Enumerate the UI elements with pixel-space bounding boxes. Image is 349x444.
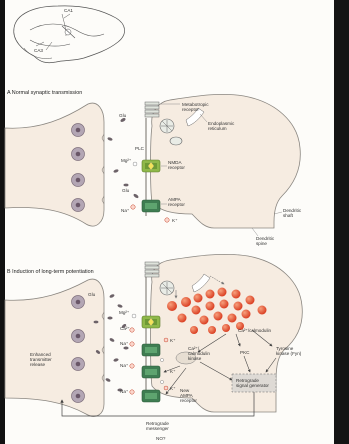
vesicle-core <box>76 152 81 157</box>
label-k-b1: K⁺ <box>170 338 176 343</box>
ampa-receptor-b1 <box>142 344 160 356</box>
label-mg-a: Mg²⁺ <box>121 158 132 163</box>
vesicle-core <box>76 203 81 208</box>
panel-a-presynaptic <box>5 103 104 226</box>
label-retro-gen-2: signal generator <box>236 383 269 388</box>
na-ion-b3 <box>130 390 134 394</box>
vesicle-core <box>76 300 81 305</box>
label-na-b2: Na⁺ <box>120 363 129 368</box>
label-k-b3: K⁺ <box>170 386 176 391</box>
label-er-2: reticulum <box>208 126 227 131</box>
label-tyrosine-2: kinase (Fyn) <box>276 351 302 356</box>
phosphate-tag <box>160 380 163 383</box>
vesicle-core <box>76 394 81 399</box>
mg-ion-b <box>132 314 136 318</box>
label-camk-3: kinase <box>188 356 202 361</box>
ampa-receptor-b2 <box>142 366 160 378</box>
ca-ion-b <box>130 328 134 332</box>
label-k-b2: K⁺ <box>170 369 176 374</box>
label-ca-b: Ca²⁺ <box>120 326 130 331</box>
label-retro-msg-2: messenger <box>146 426 169 431</box>
label-na-a: Na⁺ <box>121 208 130 213</box>
k-ion-a <box>165 218 169 222</box>
label-ampa-2: receptor <box>168 202 185 207</box>
label-na-b1: Na⁺ <box>120 341 129 346</box>
vesicle-core <box>76 362 81 367</box>
k-ion-b1 <box>164 338 168 342</box>
brain-ca1-label: CA1 <box>64 8 73 13</box>
ampa-receptor-b-new <box>142 390 160 402</box>
vesicle-core <box>76 178 81 183</box>
ampa-receptor-a <box>142 200 160 212</box>
label-metabotropic-2: receptor <box>182 107 199 112</box>
mg-ion-a <box>133 162 137 166</box>
na-ion-b1 <box>130 342 134 346</box>
label-glu-b: Glu <box>88 292 96 297</box>
label-no: NO? <box>156 436 166 441</box>
label-dendritic-shaft-2: shaft <box>283 213 294 218</box>
nmda-receptor-b <box>142 316 160 328</box>
label-glu-a-mid: Glu <box>122 188 130 193</box>
label-k-a: K⁺ <box>172 218 178 223</box>
na-ion-b2 <box>130 364 134 368</box>
vesicle-core <box>76 128 81 133</box>
label-glu-a-top: Glu <box>119 113 127 118</box>
label-plc: PLC <box>135 146 145 151</box>
k-ion-b2 <box>164 386 168 390</box>
na-ion-a <box>131 205 135 209</box>
panel-b-title: B Induction of long-term potentiation <box>7 269 94 275</box>
label-nmda-2: receptor <box>168 165 185 170</box>
brain-sketch: CA1 CA3 <box>14 6 125 63</box>
label-pkc: PKC <box>240 350 250 355</box>
label-new-ampa-3: receptor <box>180 398 197 403</box>
panel-b-presynaptic <box>5 279 104 416</box>
label-mg-b: Mg²⁺ <box>119 310 130 315</box>
label-dendritic-spine-2: spine <box>256 241 267 246</box>
phosphate-tag <box>160 358 163 361</box>
vesicle-core <box>76 334 81 339</box>
brain-ca3-label: CA3 <box>34 48 43 53</box>
panel-a-title: A Normal synaptic transmission <box>7 90 82 96</box>
label-enhanced-3: release <box>30 362 46 367</box>
label-ca-calmodulin: Ca²⁺/calmodulin <box>238 328 272 333</box>
label-na-b3: Na⁺ <box>120 389 129 394</box>
nmda-receptor-a <box>142 160 160 172</box>
